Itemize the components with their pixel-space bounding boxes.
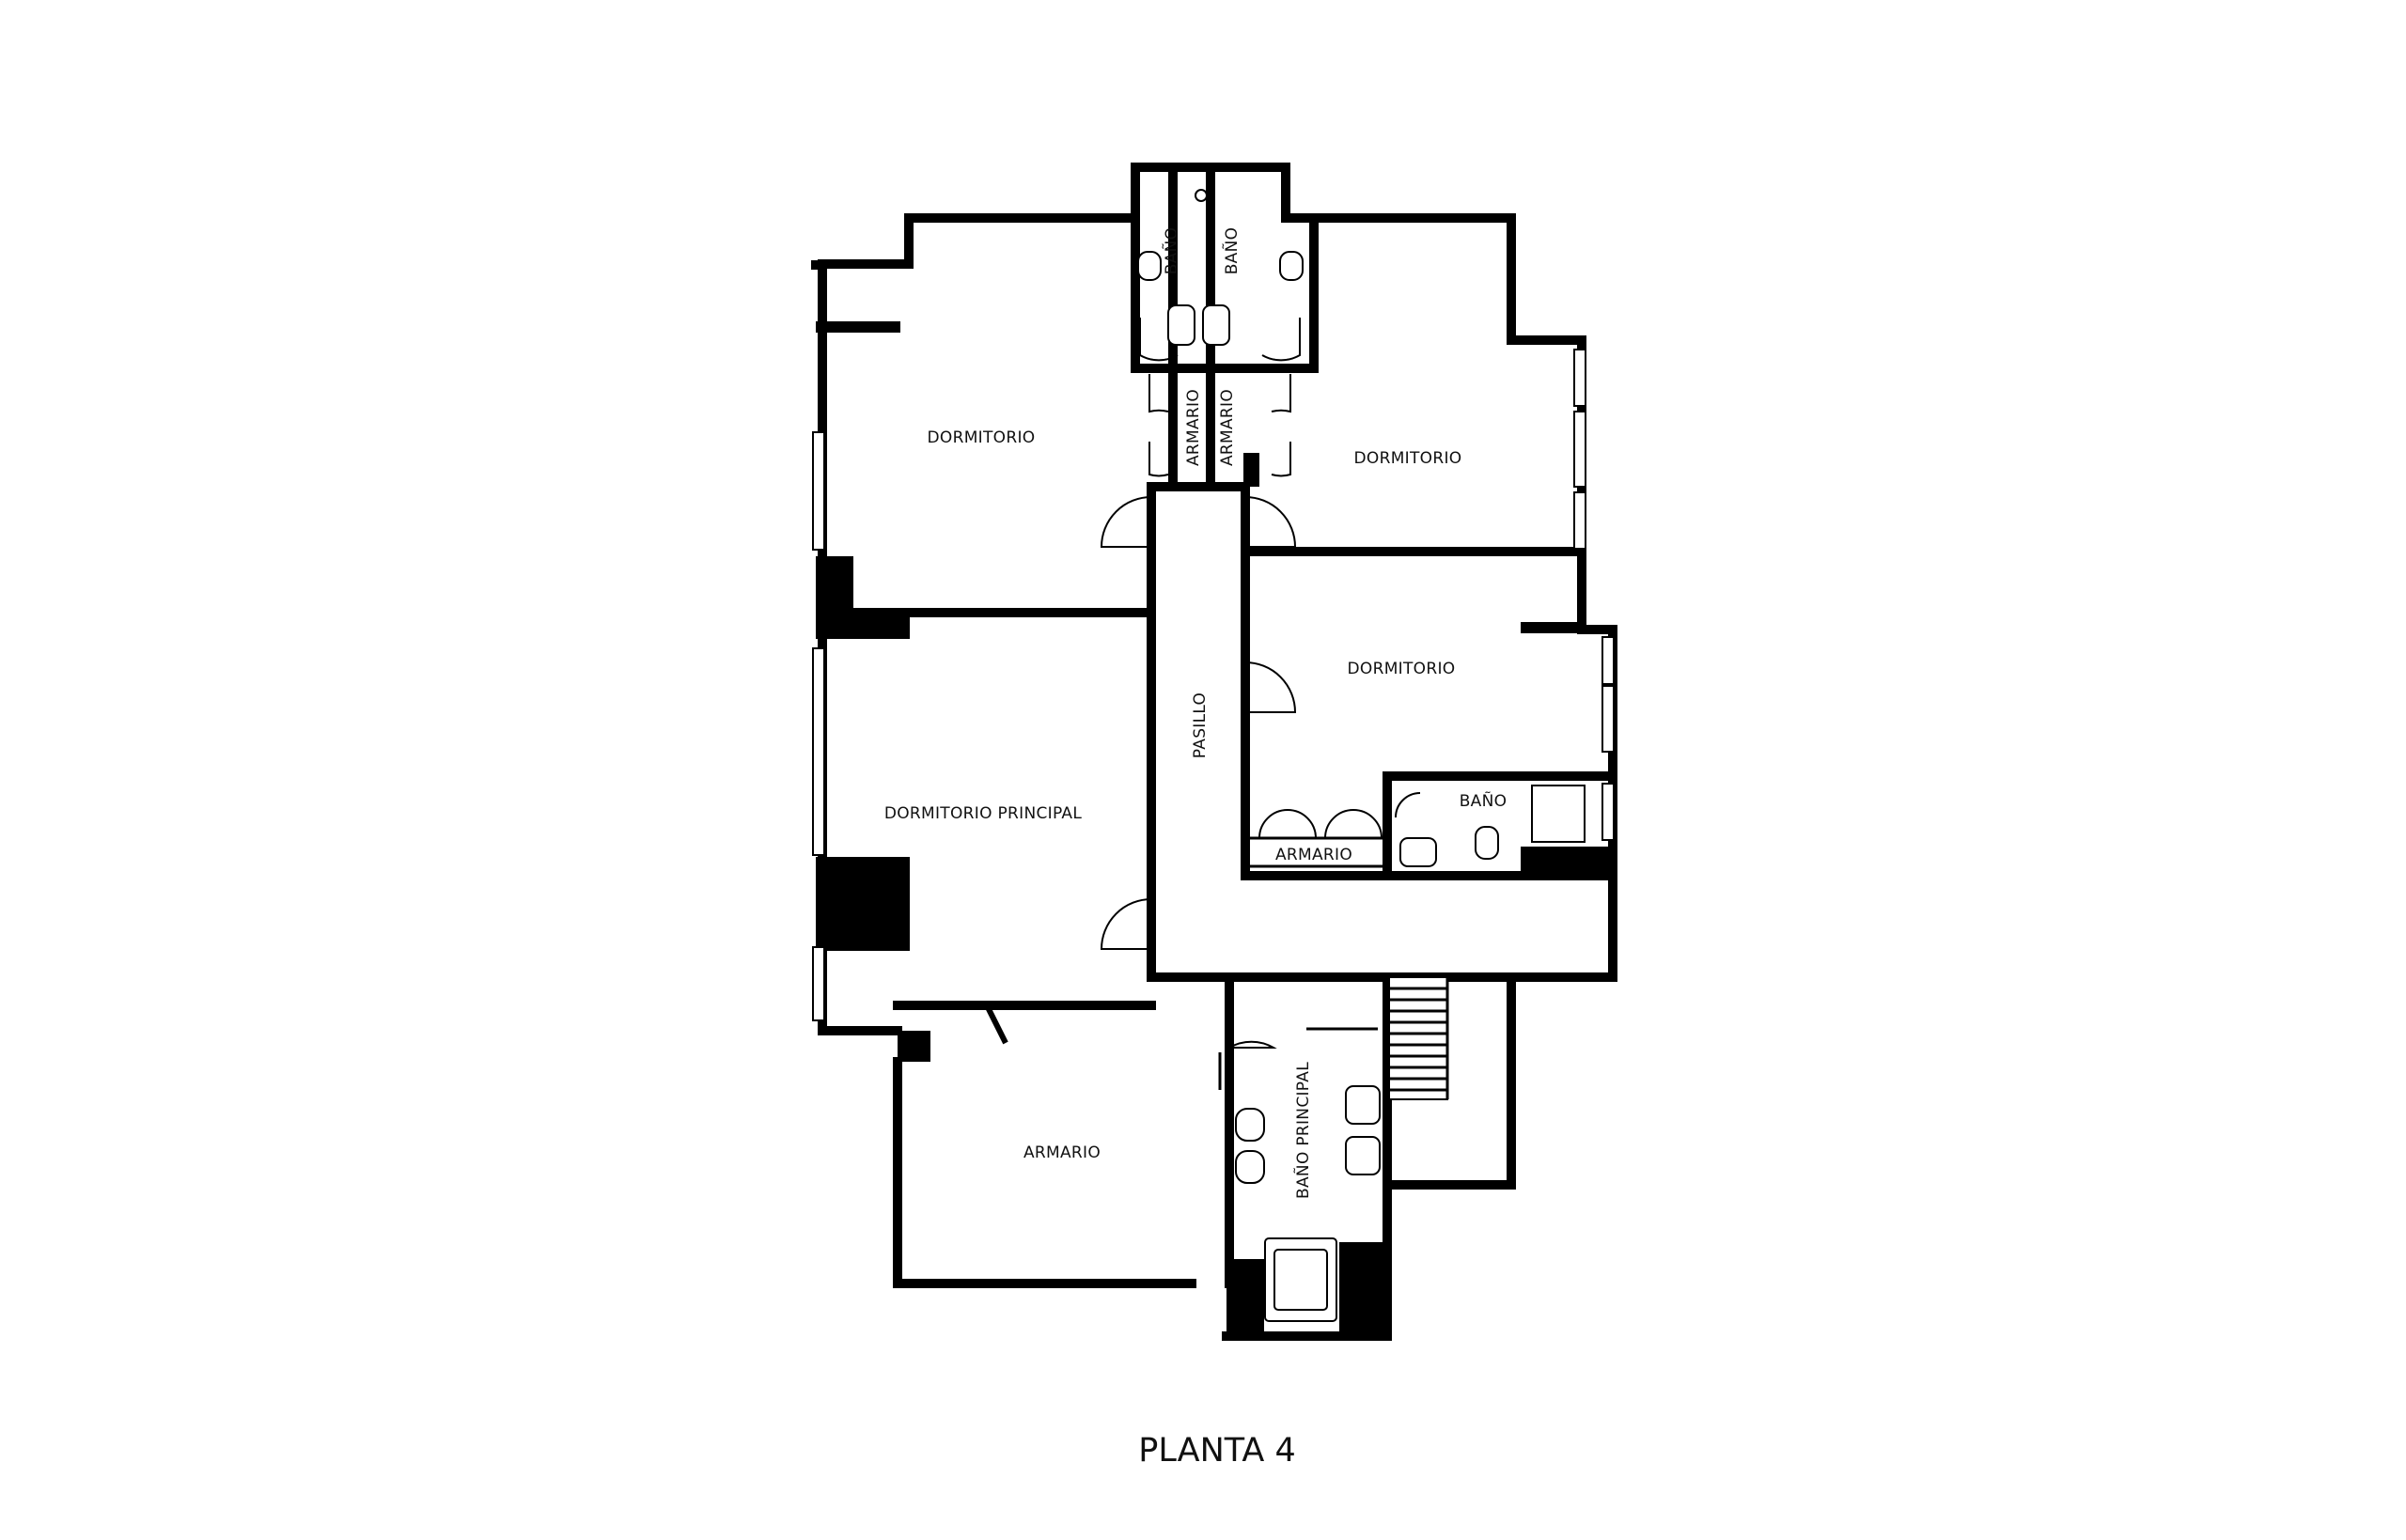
solid-blocks bbox=[816, 321, 1615, 1336]
armario-bars bbox=[1245, 836, 1387, 868]
bano-top-right-label: BAÑO bbox=[1221, 227, 1242, 275]
plan-title: PLANTA 4 bbox=[1138, 1432, 1296, 1470]
bano-principal-label: BAÑO PRINCIPAL bbox=[1292, 1062, 1313, 1199]
doors bbox=[984, 318, 1421, 1049]
armario-middle-right-label: ARMARIO bbox=[1275, 846, 1352, 864]
dormitorio-middle-right-label: DORMITORIO bbox=[1348, 660, 1456, 678]
bathroom-fixtures bbox=[1137, 189, 1586, 1322]
armario-bottom-left-label: ARMARIO bbox=[1023, 1143, 1101, 1162]
stairs bbox=[1388, 976, 1449, 1100]
room-labels: BAÑO BAÑO ARMARIO ARMARIO DORMITORIO DOR… bbox=[884, 227, 1507, 1199]
windows bbox=[812, 349, 1615, 1021]
dormitorio-top-left-label: DORMITORIO bbox=[928, 428, 1036, 447]
dormitorio-top-right-label: DORMITORIO bbox=[1354, 449, 1462, 468]
bano-middle-right-label: BAÑO bbox=[1460, 790, 1508, 811]
armario-vertical-right-label: ARMARIO bbox=[1218, 389, 1237, 466]
armario-vertical-left-label: ARMARIO bbox=[1184, 389, 1203, 466]
dormitorio-principal-label: DORMITORIO PRINCIPAL bbox=[884, 804, 1083, 823]
pasillo-label: PASILLO bbox=[1191, 692, 1210, 758]
bano-top-left-label: BAÑO bbox=[1161, 227, 1181, 275]
